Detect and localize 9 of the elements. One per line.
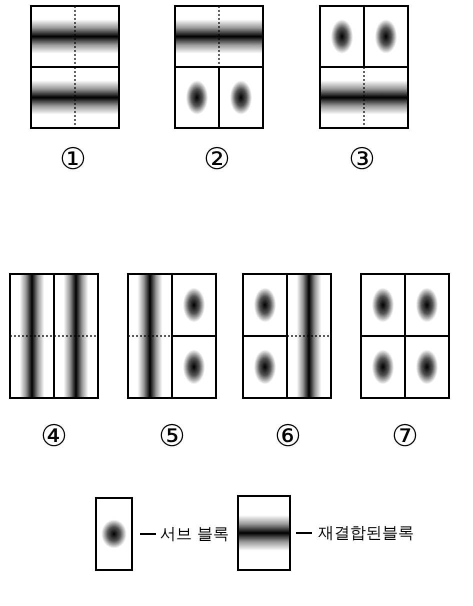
panel-number: ③ [348, 144, 376, 176]
panel-number: ② [204, 144, 230, 176]
legend-text: 서브 블록 [160, 525, 230, 543]
panel-number: ① [60, 144, 86, 176]
panel-number: ⑤ [158, 421, 186, 453]
panel-number: ⑦ [392, 421, 418, 453]
panel-number: ⑥ [274, 421, 302, 453]
panel-number: ④ [40, 421, 68, 453]
legend-text: 재결합된블록 [318, 524, 414, 542]
